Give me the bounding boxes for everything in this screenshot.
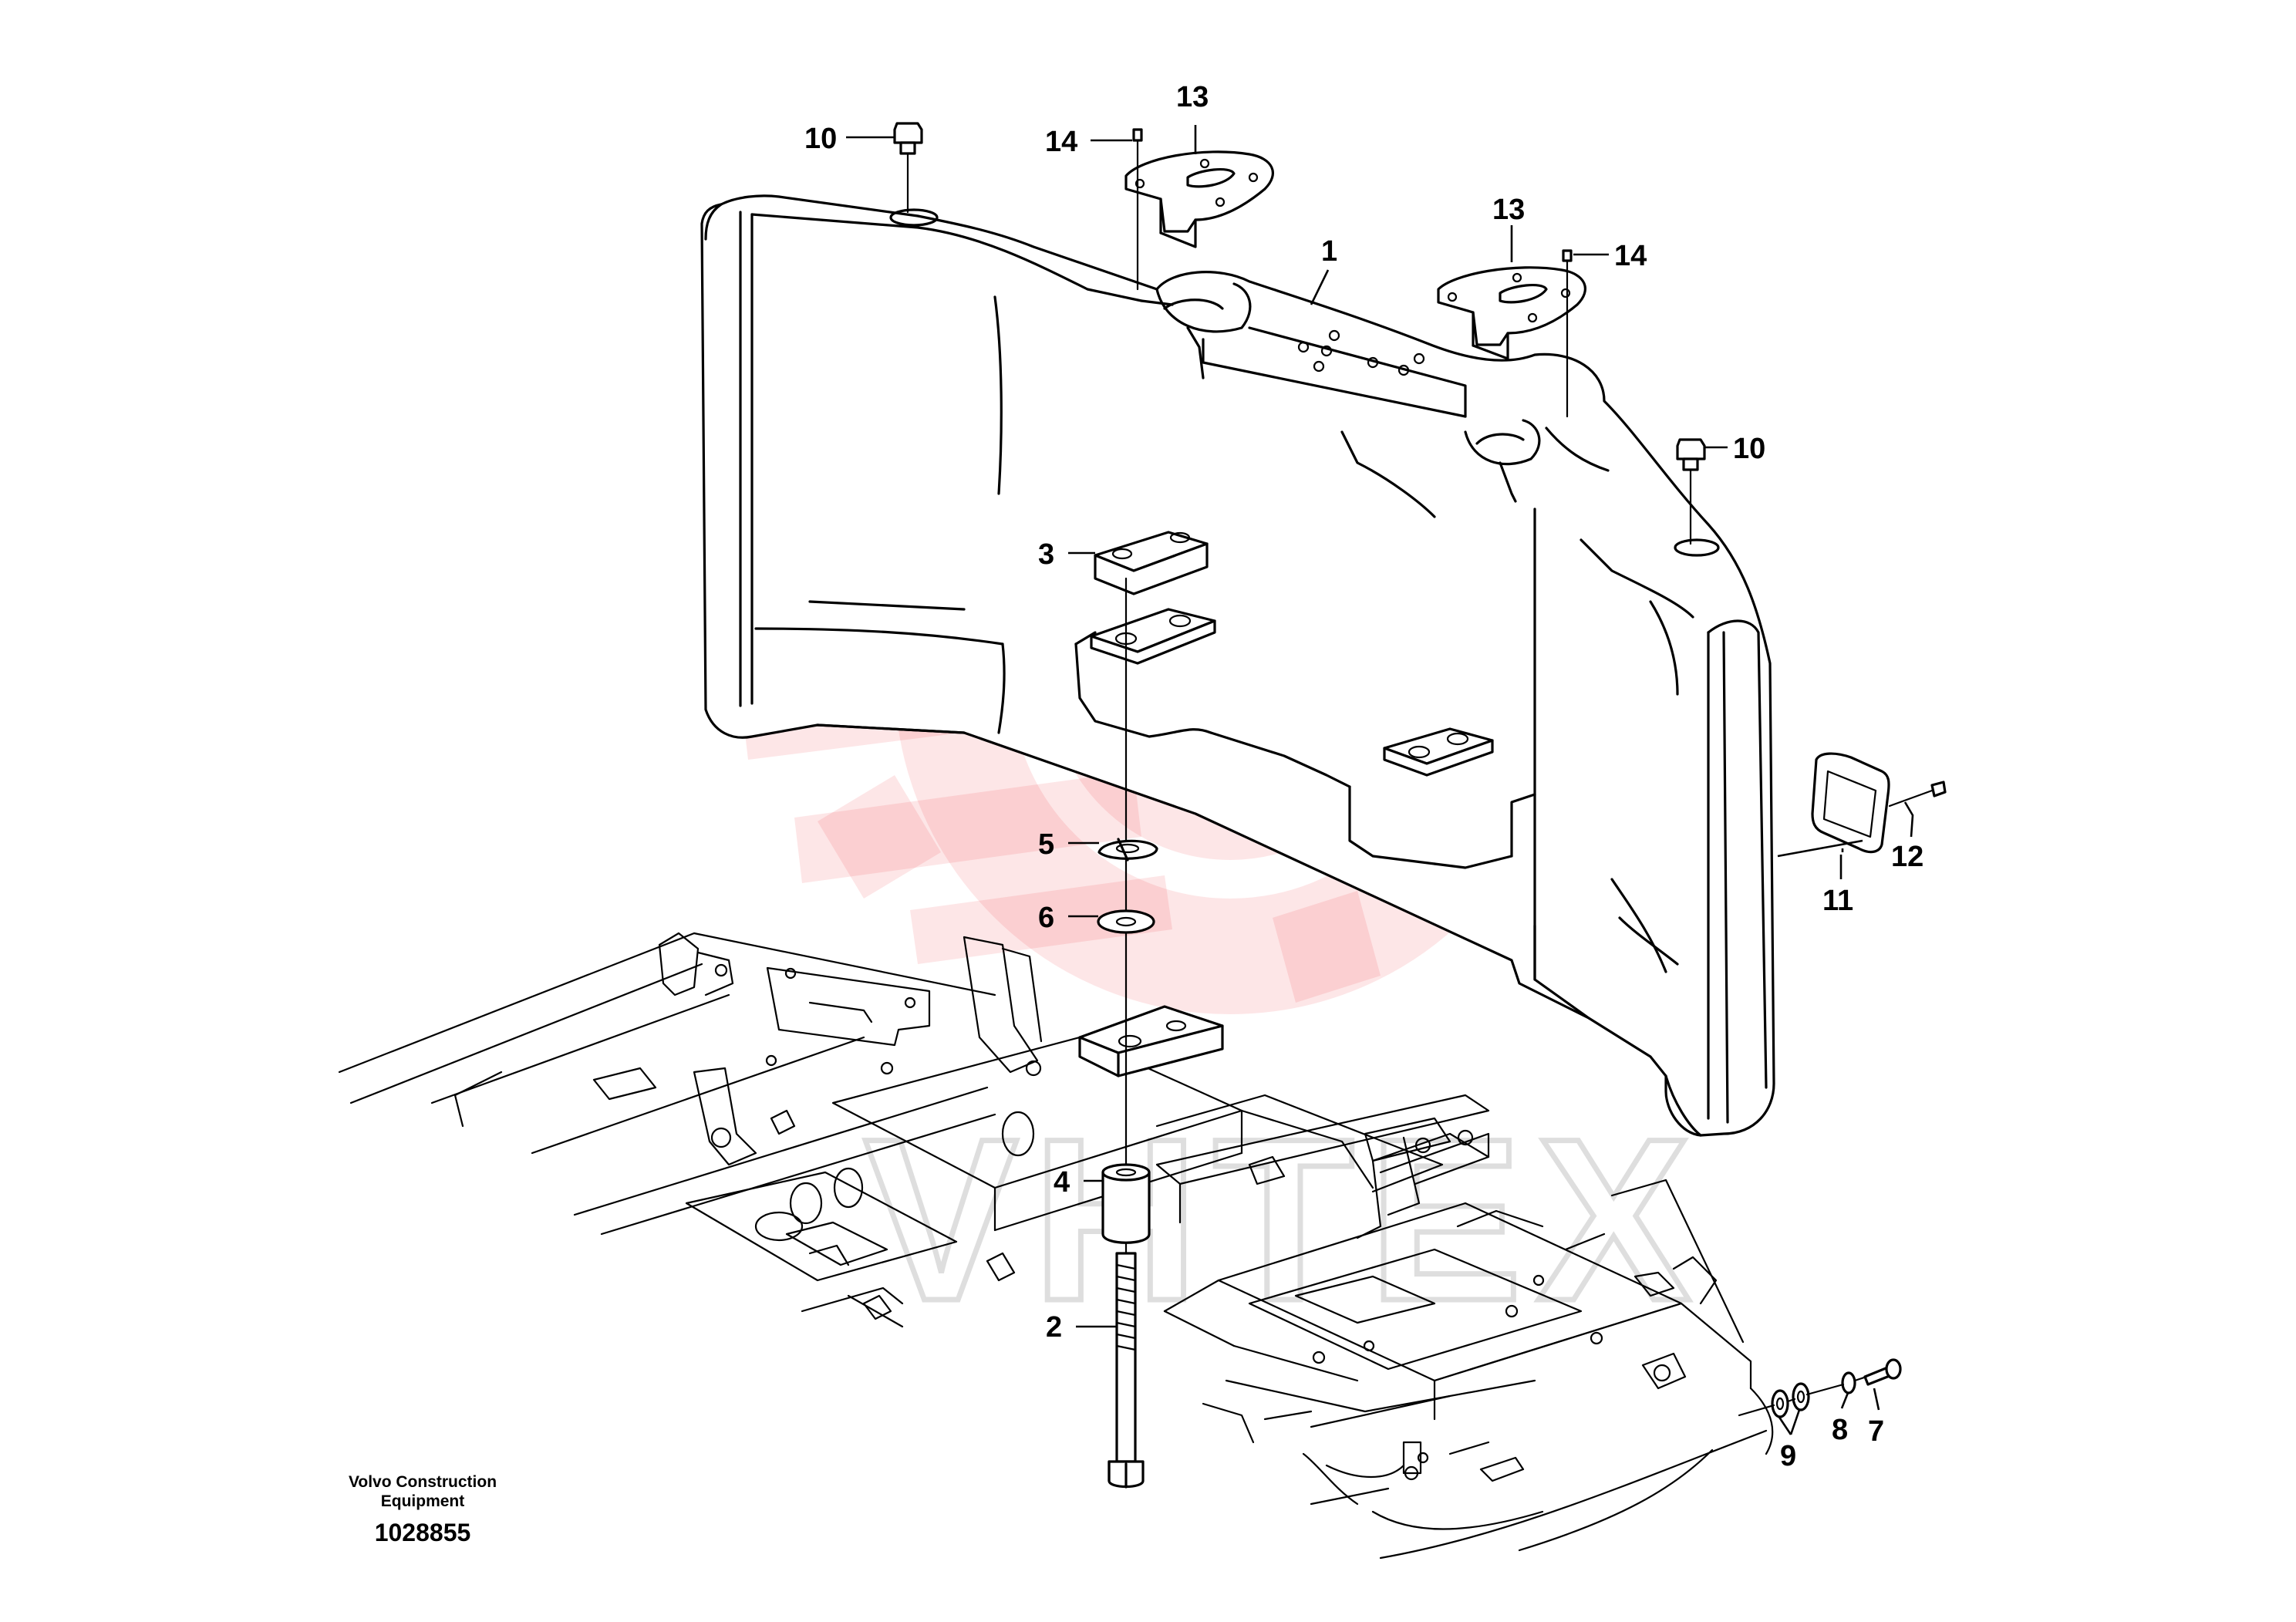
flat-washer-part-6 [1097,909,1155,934]
callout-10-right: 10 [1733,433,1765,465]
callout-13-right: 13 [1492,194,1525,226]
bolt-part-2 [1108,1252,1145,1489]
counterweight-pad-center [1090,608,1216,665]
callout-4: 4 [1054,1166,1070,1199]
reflector-part-11 [1777,752,1890,858]
callout-2: 2 [1046,1311,1062,1344]
plug-part-10-left [893,122,923,214]
callout-9: 9 [1780,1440,1796,1472]
callout-10-left: 10 [804,123,837,155]
drawing-number: 1028855 [375,1519,471,1546]
counterweight [700,194,1775,1137]
brand-line-1: Volvo Construction [349,1473,497,1491]
callout-14-left: 14 [1045,126,1077,158]
washer-part-8 [1841,1371,1856,1394]
brand-line-2: Equipment [381,1492,465,1510]
callout-14-right: 14 [1614,240,1647,272]
callout-11: 11 [1822,885,1853,917]
callout-8: 8 [1832,1414,1848,1446]
callout-13-left: 13 [1176,81,1209,113]
screw-part-14-right [1562,249,1573,418]
leader-lines [846,125,1914,1435]
callout-7: 7 [1868,1415,1884,1448]
callout-5: 5 [1038,828,1054,861]
bolt-axis-line-rear [1738,1375,1868,1417]
callout-12: 12 [1891,841,1923,873]
cover-plate-part-13-right [1437,266,1586,360]
upper-frame [338,932,1774,1560]
callout-labels: 1 2 3 4 5 6 7 8 9 10 10 11 12 13 13 14 1… [804,81,1923,1472]
callout-1: 1 [1321,235,1337,268]
mount-bracket [1078,1005,1224,1077]
bolt-part-7 [1863,1358,1902,1386]
callout-6: 6 [1038,902,1054,934]
counterweight-pad-right [1383,727,1494,777]
title-block: Volvo Construction Equipment 1028855 [349,1473,497,1546]
plug-part-10-right [1676,438,1706,545]
screw-part-14-left [1132,128,1143,291]
callout-3: 3 [1038,538,1054,571]
spacer-sleeve-part-4 [1101,1163,1151,1244]
spring-washer-part-5 [1097,838,1158,862]
shim-plate-part-3 [1094,531,1209,595]
screw-part-12 [1888,781,1947,808]
cover-plate-part-13-left [1124,150,1274,248]
